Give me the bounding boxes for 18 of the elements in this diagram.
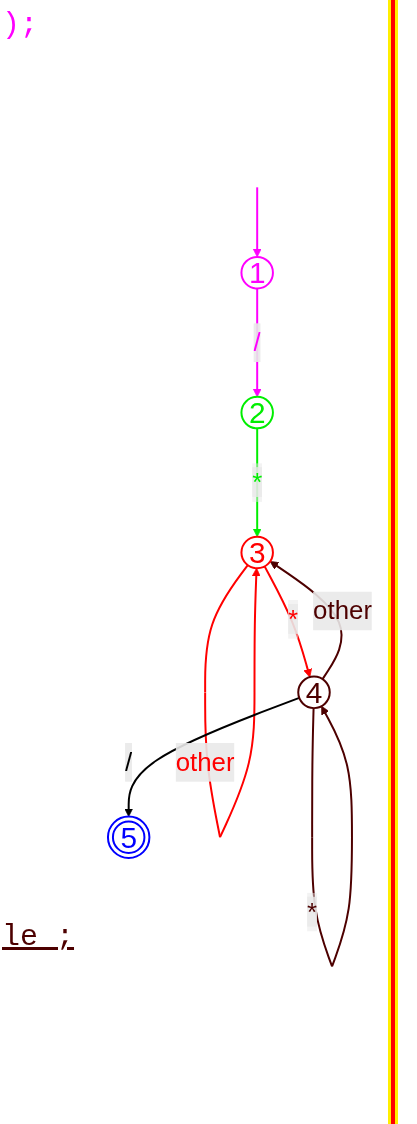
edge-label: *	[252, 467, 263, 497]
arrow	[263, 565, 312, 678]
arrow	[252, 287, 262, 398]
node-circle: 4	[297, 675, 331, 710]
node-circle: 5	[106, 815, 151, 859]
arrow	[269, 561, 343, 681]
edge-label: /	[125, 746, 133, 777]
code-fragment: le ;	[2, 920, 74, 954]
node-circle: 2	[240, 395, 274, 430]
node-circle: 3	[240, 535, 274, 570]
edge-label: *	[307, 896, 318, 927]
edge-label: *	[288, 604, 299, 634]
edge-label: /	[253, 327, 261, 358]
edge-label: other	[313, 595, 373, 626]
code-fragment: );	[2, 8, 38, 42]
node-circle: 1	[240, 255, 274, 290]
edge-label: other	[175, 746, 235, 777]
arrow	[252, 186, 262, 258]
